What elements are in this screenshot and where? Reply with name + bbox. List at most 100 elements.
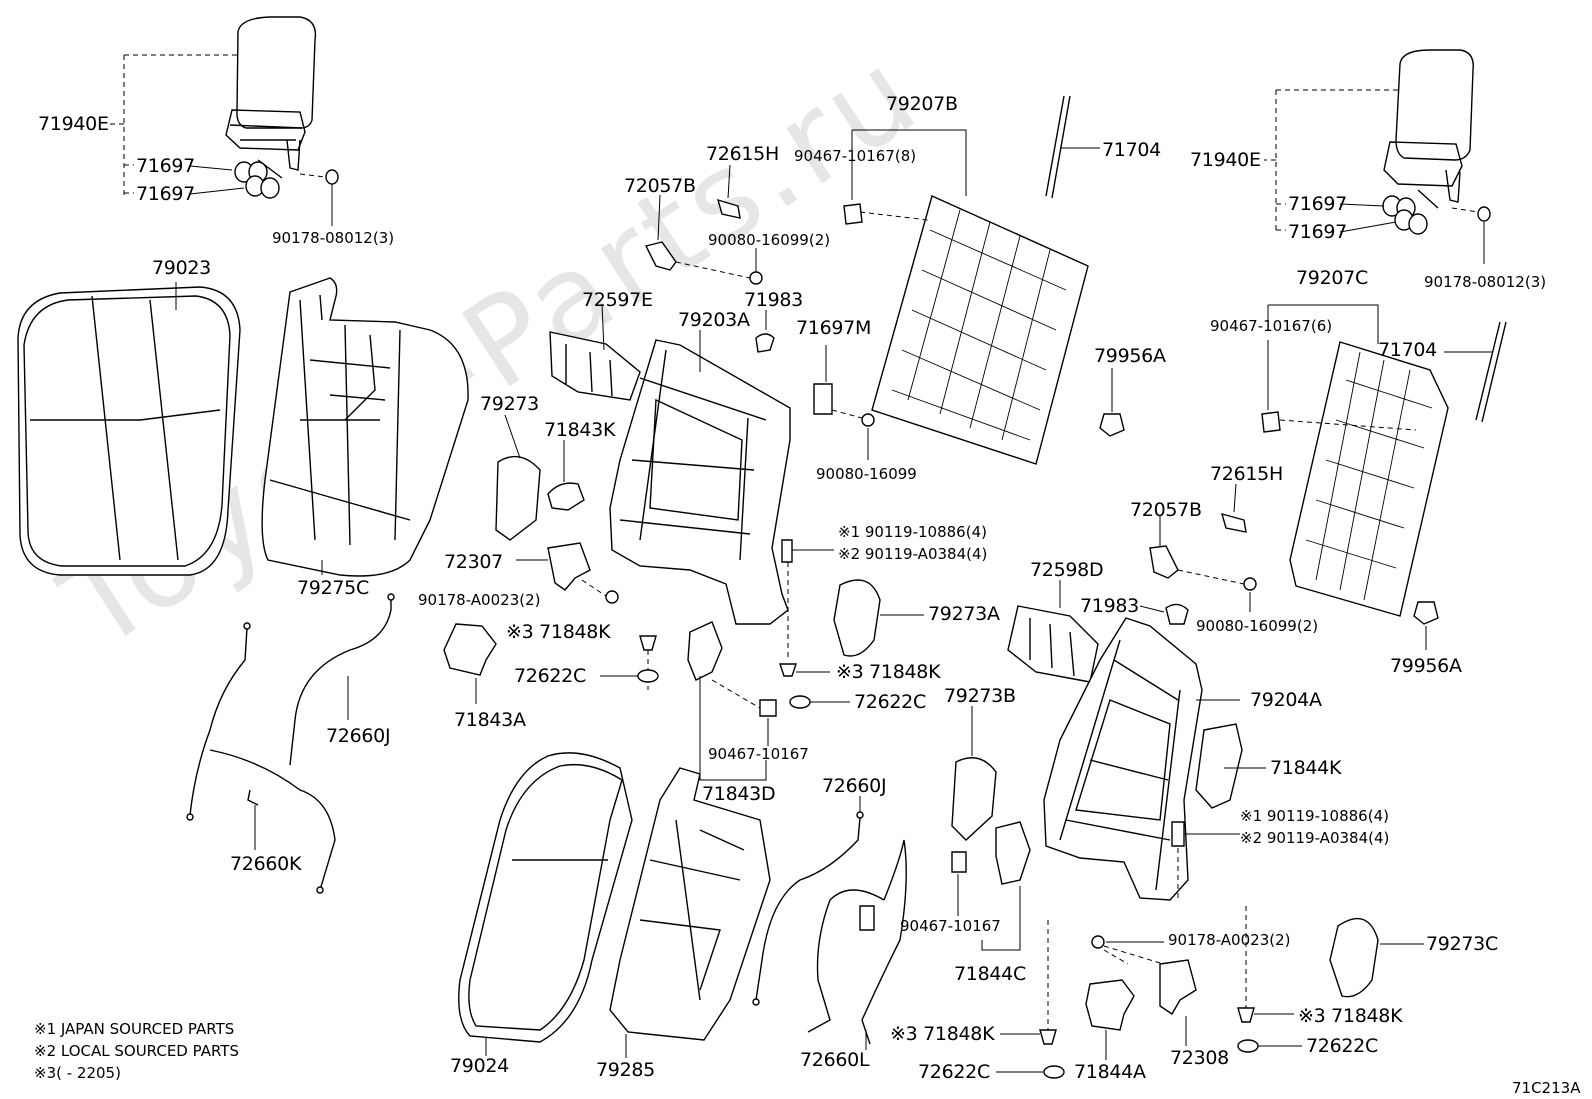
callout-71848K-d: ※3 71848K bbox=[890, 1023, 995, 1045]
callout-90467-10167-8: 90467-10167(8) bbox=[794, 147, 917, 165]
callout-72615H-right: 72615H bbox=[1210, 463, 1283, 485]
rod-71704-right bbox=[1444, 321, 1507, 423]
callout-90467-10167-6: 90467-10167(6) bbox=[1210, 317, 1333, 335]
cover-79273B bbox=[951, 706, 997, 841]
part-71697M bbox=[813, 345, 875, 460]
callout-71843K: 71843K bbox=[544, 419, 616, 441]
callout-72622C-b: 72622C bbox=[854, 691, 926, 713]
bracket-71844C bbox=[981, 821, 1031, 951]
board-79207C bbox=[1261, 304, 1449, 617]
callout-71848K-b: ※3 71848K bbox=[836, 661, 941, 683]
part-72615H-right bbox=[1220, 483, 1247, 533]
callout-71843D: 71843D bbox=[702, 783, 776, 805]
callout-79956A-right: 79956A bbox=[1390, 655, 1462, 677]
callout-79207B: 79207B bbox=[886, 93, 958, 115]
callout-71983-right: 71983 bbox=[1080, 595, 1139, 617]
clip-71848K-d bbox=[1000, 920, 1057, 1045]
seat-cushion-pad-79285 bbox=[609, 767, 771, 1058]
cable-72660K bbox=[186, 622, 336, 894]
note-local-sourced: ※2 LOCAL SOURCED PARTS bbox=[34, 1042, 239, 1060]
callout-90178-A0023-right: 90178-A0023(2) bbox=[1168, 931, 1291, 949]
callout-72660J-left: 72660J bbox=[326, 725, 391, 747]
callout-90467-10167-mid: 90467-10167 bbox=[708, 745, 809, 763]
headrest-right bbox=[1383, 49, 1474, 209]
callout-79024: 79024 bbox=[450, 1055, 509, 1077]
cable-72660J-mid bbox=[752, 796, 864, 1006]
part-71843K bbox=[547, 440, 585, 511]
plug-72622C-d bbox=[996, 1065, 1065, 1079]
latch-72308 bbox=[1159, 959, 1197, 1046]
diagram-code: 71C213A bbox=[1512, 1079, 1581, 1097]
callout-71697M: 71697M bbox=[796, 317, 872, 339]
callout-72660L: 72660L bbox=[800, 1049, 870, 1071]
part-72615H-left bbox=[716, 164, 757, 272]
callout-90119-A0384-center: ※2 90119-A0384(4) bbox=[838, 545, 988, 563]
callout-79273A: 79273A bbox=[928, 603, 1000, 625]
callout-71940E-left: 71940E bbox=[38, 113, 109, 135]
plug-72622C-a bbox=[600, 669, 659, 683]
callout-90119-A0384-right: ※2 90119-A0384(4) bbox=[1240, 829, 1390, 847]
part-71983-right bbox=[1139, 603, 1189, 625]
callout-90080-16099-2-top: 90080-16099(2) bbox=[708, 231, 831, 249]
callout-72597E: 72597E bbox=[582, 289, 653, 311]
cable-72660J-left bbox=[289, 593, 395, 766]
bolt-90467-right bbox=[951, 851, 967, 916]
frame-79204A bbox=[1043, 617, 1240, 901]
cover-79273 bbox=[495, 414, 541, 541]
callout-79273: 79273 bbox=[480, 393, 539, 415]
callout-90119-10886-right: ※1 90119-10886(4) bbox=[1240, 807, 1389, 825]
part-72057B-left bbox=[644, 194, 763, 285]
nut-90178-right bbox=[1091, 935, 1171, 967]
bolt-90119-center bbox=[781, 539, 834, 660]
callout-90080-16099-2-right: 90080-16099(2) bbox=[1196, 617, 1319, 635]
cover-79273C bbox=[1329, 917, 1424, 998]
callout-79956A-top: 79956A bbox=[1094, 345, 1166, 367]
callout-72660J-mid: 72660J bbox=[822, 775, 887, 797]
callout-72660K: 72660K bbox=[230, 853, 302, 875]
callout-72598D: 72598D bbox=[1030, 559, 1104, 581]
clip-71848K-b bbox=[779, 663, 830, 677]
callout-79203A: 79203A bbox=[678, 309, 750, 331]
callout-71704-right: 71704 bbox=[1378, 339, 1437, 361]
callout-71940E-right: 71940E bbox=[1190, 149, 1261, 171]
note-date-range: ※3( - 2205) bbox=[34, 1064, 121, 1082]
board-79207B bbox=[843, 129, 1089, 465]
callout-71697-left-2: 71697 bbox=[136, 183, 195, 205]
callout-71844A: 71844A bbox=[1074, 1061, 1146, 1083]
bracket-71843A bbox=[443, 623, 497, 704]
bracket-72597E bbox=[549, 303, 641, 401]
callout-90178-08012-right: 90178-08012(3) bbox=[1424, 273, 1547, 291]
bracket-71843D bbox=[687, 621, 850, 781]
bracket-71844A bbox=[1085, 979, 1135, 1060]
seat-back-cover-79023 bbox=[17, 282, 241, 576]
bushing-right bbox=[1382, 195, 1491, 264]
callout-72057B-right: 72057B bbox=[1130, 499, 1202, 521]
callout-71848K-a: ※3 71848K bbox=[506, 621, 611, 643]
callout-79207C: 79207C bbox=[1296, 267, 1368, 289]
seat-cushion-cover-79024 bbox=[458, 752, 633, 1056]
callout-71983-top: 71983 bbox=[744, 289, 803, 311]
cable-72660L bbox=[807, 839, 907, 1050]
part-72057B-right bbox=[1149, 516, 1257, 612]
rod-71704-left bbox=[1045, 95, 1100, 199]
cover-79273A bbox=[833, 579, 924, 657]
part-71983-left bbox=[755, 310, 775, 353]
callout-71848K-c: ※3 71848K bbox=[1298, 1005, 1403, 1027]
callout-71697-right-1: 71697 bbox=[1288, 193, 1347, 215]
seat-back-pad-79275C bbox=[261, 277, 469, 577]
callout-72615H-top: 72615H bbox=[706, 143, 779, 165]
latch-72307 bbox=[516, 542, 619, 604]
callout-72307: 72307 bbox=[444, 551, 503, 573]
callout-71843A: 71843A bbox=[454, 709, 526, 731]
clip-79956A-left bbox=[1099, 368, 1125, 437]
callout-90178-A0023-left: 90178-A0023(2) bbox=[418, 591, 541, 609]
callout-90080-16099: 90080-16099 bbox=[816, 465, 917, 483]
callout-72622C-c: 72622C bbox=[1306, 1035, 1378, 1057]
callout-79273B: 79273B bbox=[944, 685, 1016, 707]
callout-79275C: 79275C bbox=[297, 577, 369, 599]
callout-71697-left-1: 71697 bbox=[136, 155, 195, 177]
callout-79204A: 79204A bbox=[1250, 689, 1322, 711]
callout-79273C: 79273C bbox=[1426, 933, 1498, 955]
callout-72622C-a: 72622C bbox=[514, 665, 586, 687]
